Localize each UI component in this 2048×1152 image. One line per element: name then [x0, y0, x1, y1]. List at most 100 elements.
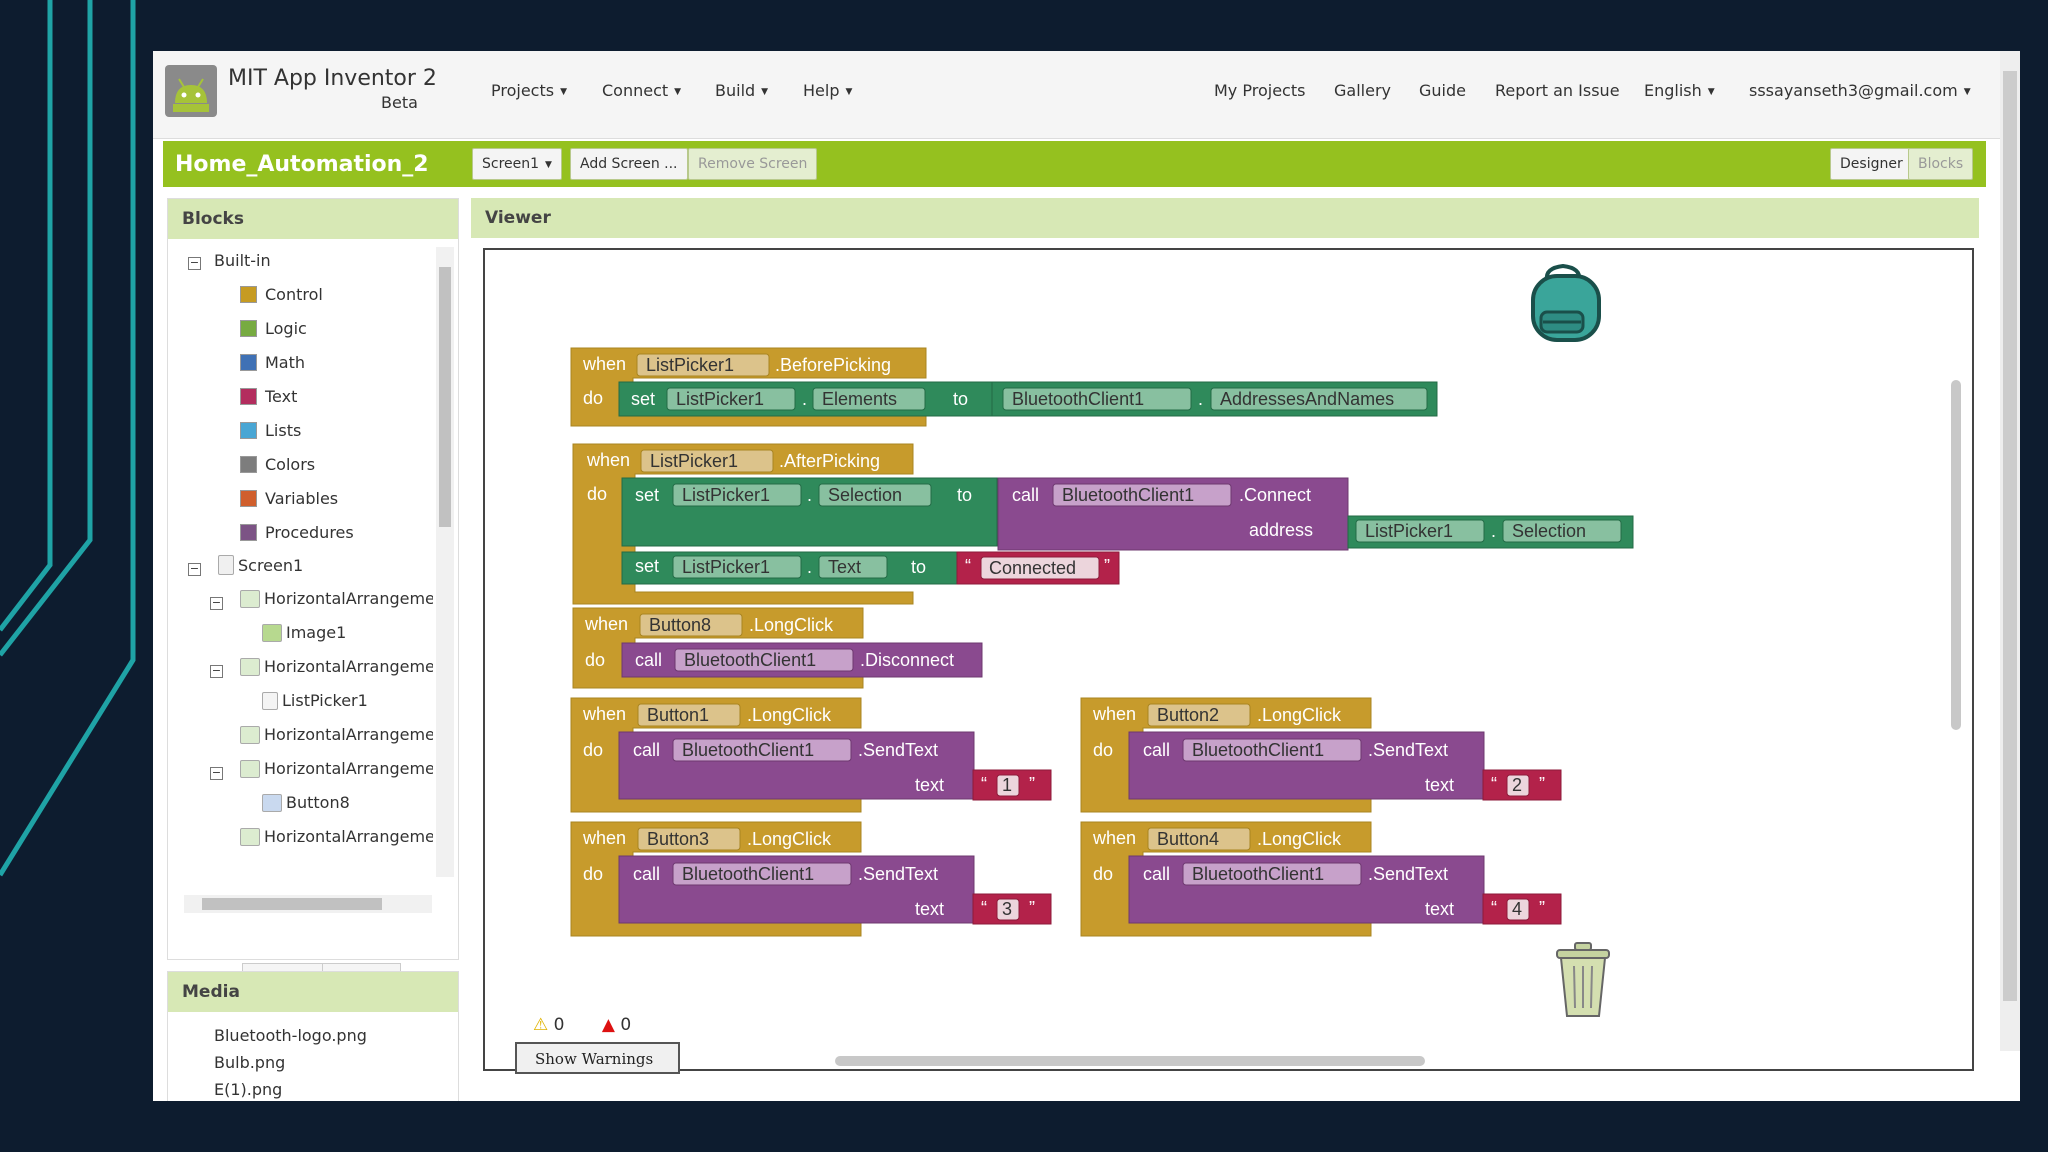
collapse-toggle[interactable]: − — [188, 256, 201, 270]
property-dropdown[interactable]: Text — [828, 557, 861, 577]
tree-item-built-in[interactable]: Built-in — [214, 251, 271, 270]
string-literal[interactable]: 2 — [1512, 775, 1522, 795]
tree-item-component[interactable]: HorizontalArrangemen — [240, 589, 433, 608]
component-dropdown[interactable]: BluetoothClient1 — [1062, 485, 1194, 505]
component-dropdown[interactable]: Button8 — [649, 615, 711, 635]
tree-item-text[interactable]: Text — [240, 387, 297, 406]
collapse-toggle[interactable]: − — [210, 596, 223, 610]
string-literal[interactable]: 1 — [1002, 775, 1012, 795]
component-dropdown[interactable]: ListPicker1 — [650, 451, 738, 471]
property-dropdown[interactable]: Selection — [828, 485, 902, 505]
string-literal[interactable]: Connected — [989, 558, 1076, 578]
component-dropdown[interactable]: Button3 — [647, 829, 709, 849]
event-block-button1-longclick[interactable]: when Button1 .LongClick do call Bluetoot… — [570, 697, 1052, 813]
tree-item-procedures[interactable]: Procedures — [240, 523, 354, 542]
scrollbar-thumb[interactable] — [439, 267, 451, 527]
tree-item-colors[interactable]: Colors — [240, 455, 315, 474]
tree-item-component[interactable]: ListPicker1 — [262, 691, 368, 710]
component-dropdown[interactable]: ListPicker1 — [682, 485, 770, 505]
event-name: .LongClick — [1257, 705, 1342, 725]
my-projects-link[interactable]: My Projects — [1214, 81, 1306, 100]
workspace-vertical-scrollbar[interactable] — [1951, 380, 1961, 730]
component-dropdown[interactable]: ListPicker1 — [646, 355, 734, 375]
language-menu[interactable]: English▼ — [1644, 81, 1715, 100]
scrollbar-thumb[interactable] — [2003, 71, 2017, 1001]
event-block-listpicker1-beforepicking[interactable]: when ListPicker1 .BeforePicking do set L… — [570, 347, 1438, 427]
tree-item-lists[interactable]: Lists — [240, 421, 301, 440]
property-dropdown[interactable]: Elements — [822, 389, 897, 409]
call-keyword: call — [633, 740, 660, 760]
when-keyword: when — [1092, 828, 1136, 848]
guide-link[interactable]: Guide — [1419, 81, 1466, 100]
string-literal[interactable]: 4 — [1512, 899, 1522, 919]
event-block-button2-longclick[interactable]: when Button2 .LongClick do call Bluetoot… — [1080, 697, 1562, 813]
gallery-link[interactable]: Gallery — [1334, 81, 1391, 100]
component-dropdown[interactable]: BluetoothClient1 — [682, 740, 814, 760]
media-file[interactable]: Bulb.png — [214, 1053, 286, 1072]
component-dropdown[interactable]: ListPicker1 — [676, 389, 764, 409]
help-menu[interactable]: Help▼ — [803, 81, 852, 100]
top-navigation-bar: MIT App Inventor 2 Beta Projects▼ Connec… — [153, 51, 2020, 139]
workspace-horizontal-scrollbar[interactable] — [835, 1056, 1425, 1066]
tree-item-logic[interactable]: Logic — [240, 319, 307, 338]
error-triangle-icon: ▲ — [601, 1015, 615, 1035]
property-dropdown[interactable]: AddressesAndNames — [1220, 389, 1394, 409]
tree-item-component[interactable]: Button8 — [262, 793, 350, 812]
caret-down-icon: ▼ — [1707, 87, 1715, 97]
collapse-toggle[interactable]: − — [210, 766, 223, 780]
projects-menu[interactable]: Projects▼ — [491, 81, 567, 100]
page-scrollbar[interactable] — [2000, 51, 2020, 1051]
tree-horizontal-scrollbar[interactable] — [184, 895, 432, 913]
scrollbar-thumb[interactable] — [202, 898, 382, 910]
tree-item-math[interactable]: Math — [240, 353, 305, 372]
tree-item-component[interactable]: Image1 — [262, 623, 346, 642]
component-dropdown[interactable]: BluetoothClient1 — [1192, 740, 1324, 760]
blocks-workspace[interactable]: .kw{fill:#fff;font-size:18px} .dd{fill:#… — [483, 248, 1974, 1074]
component-dropdown[interactable]: ListPicker1 — [682, 557, 770, 577]
event-block-button3-longclick[interactable]: when Button3 .LongClick do call Bluetoot… — [570, 821, 1052, 937]
tree-item-screen1[interactable]: Screen1 — [218, 555, 303, 575]
trash-can-icon[interactable] — [1556, 942, 1610, 1017]
caret-down-icon: ▼ — [845, 87, 853, 97]
add-screen-button[interactable]: Add Screen ... — [570, 148, 688, 180]
event-block-button4-longclick[interactable]: when Button4 .LongClick do call Bluetoot… — [1080, 821, 1562, 937]
media-file[interactable]: E(1).png — [214, 1080, 283, 1099]
component-dropdown[interactable]: Button1 — [647, 705, 709, 725]
text-swatch — [240, 388, 257, 405]
component-dropdown[interactable]: BluetoothClient1 — [682, 864, 814, 884]
tree-item-label: HorizontalArrangemen — [264, 725, 433, 744]
tree-vertical-scrollbar[interactable] — [436, 247, 454, 877]
tree-item-component[interactable]: HorizontalArrangemen — [240, 759, 433, 778]
designer-button[interactable]: Designer — [1830, 148, 1913, 180]
collapse-toggle[interactable]: − — [210, 664, 223, 678]
event-block-listpicker1-afterpicking[interactable]: when ListPicker1 .AfterPicking do set Li… — [572, 443, 1634, 605]
collapse-toggle[interactable]: − — [188, 562, 201, 576]
account-menu[interactable]: sssayanseth3@gmail.com▼ — [1749, 81, 1971, 100]
arrangement-icon — [240, 657, 260, 676]
component-dropdown[interactable]: ListPicker1 — [1365, 521, 1453, 541]
component-dropdown[interactable]: BluetoothClient1 — [1012, 389, 1144, 409]
tree-item-variables[interactable]: Variables — [240, 489, 338, 508]
screen-selector[interactable]: Screen1▼ — [472, 148, 562, 180]
property-dropdown[interactable]: Selection — [1512, 521, 1586, 541]
component-dropdown[interactable]: Button2 — [1157, 705, 1219, 725]
component-dropdown[interactable]: BluetoothClient1 — [1192, 864, 1324, 884]
component-dropdown[interactable]: BluetoothClient1 — [684, 650, 816, 670]
show-warnings-button[interactable]: Show Warnings — [515, 1042, 680, 1074]
tree-item-component[interactable]: HorizontalArrangemen — [240, 827, 433, 846]
report-issue-link[interactable]: Report an Issue — [1495, 81, 1620, 100]
tree-item-component[interactable]: HorizontalArrangemen — [240, 725, 433, 744]
tree-item-control[interactable]: Control — [240, 285, 323, 304]
backpack-icon[interactable] — [1531, 263, 1601, 342]
media-file[interactable]: Bluetooth-logo.png — [214, 1026, 367, 1045]
set-keyword: set — [631, 389, 655, 409]
connect-menu[interactable]: Connect▼ — [602, 81, 681, 100]
build-menu[interactable]: Build▼ — [715, 81, 768, 100]
svg-text:”: ” — [1029, 774, 1035, 794]
string-literal[interactable]: 3 — [1002, 899, 1012, 919]
event-block-button8-longclick[interactable]: when Button8 .LongClick do call Bluetoot… — [572, 607, 983, 689]
tree-item-component[interactable]: HorizontalArrangemen — [240, 657, 433, 676]
component-dropdown[interactable]: Button4 — [1157, 829, 1219, 849]
remove-screen-button[interactable]: Remove Screen — [688, 148, 818, 180]
blocks-button[interactable]: Blocks — [1908, 148, 1974, 180]
